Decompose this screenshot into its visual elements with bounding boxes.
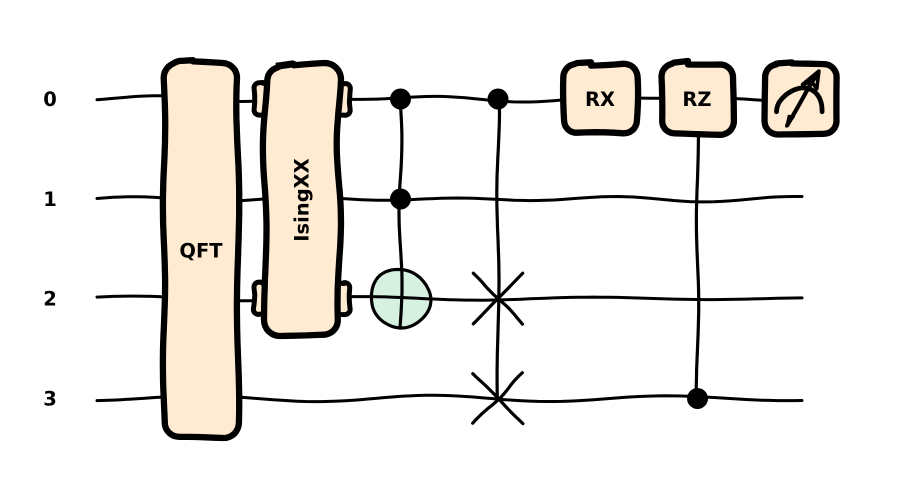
gate-isingxx-label: IsingXX — [291, 158, 314, 241]
cswap-cross-icon-wire3-stroke-2 — [471, 371, 524, 425]
gate-qft-label: QFT — [179, 239, 223, 262]
gate-rx-box — [559, 59, 642, 137]
gate-rz: RZ — [658, 57, 738, 138]
measurement-sketch-seam — [773, 60, 793, 64]
cswap-cross-icon-wire2 — [471, 271, 525, 326]
measurement-arrow-head — [800, 69, 821, 91]
gate-qft-box — [159, 57, 243, 442]
gate-rz-box — [658, 57, 738, 138]
gate-isingxx: IsingXX — [259, 59, 345, 340]
wire-label-2: 2 — [43, 288, 57, 311]
measurement — [761, 59, 840, 138]
wire-label-0: 0 — [43, 88, 57, 111]
wire-label-3: 3 — [43, 388, 57, 411]
gate-isingxx-box — [259, 59, 345, 340]
gate-rx-sketch-seam — [572, 60, 592, 65]
wire-label-1: 1 — [43, 188, 57, 211]
crz-control-line — [694, 117, 701, 401]
gate-isingxx-sketch-seam — [275, 60, 295, 66]
gate-rx-label: RX — [585, 88, 615, 111]
measurement-needle-tail — [785, 114, 795, 128]
gate-rz-label: RZ — [682, 88, 711, 111]
cswap-control-dot-wire0 — [487, 88, 509, 110]
toffoli-control-dot-wire0 — [390, 88, 411, 110]
cswap-control-line — [495, 97, 502, 401]
crz-control-dot-wire3 — [687, 388, 708, 409]
toffoli-control-line — [397, 97, 404, 330]
gate-qft-sketch-seam — [174, 59, 194, 64]
cswap-cross-icon-wire3 — [471, 371, 525, 426]
measurement-gauge-arc — [774, 85, 825, 115]
gate-rx: RX — [559, 59, 642, 137]
toffoli-control-dot-wire1 — [390, 188, 411, 210]
gate-qft: QFT — [159, 57, 243, 442]
cswap-cross-icon-wire2-stroke-2 — [471, 271, 525, 326]
